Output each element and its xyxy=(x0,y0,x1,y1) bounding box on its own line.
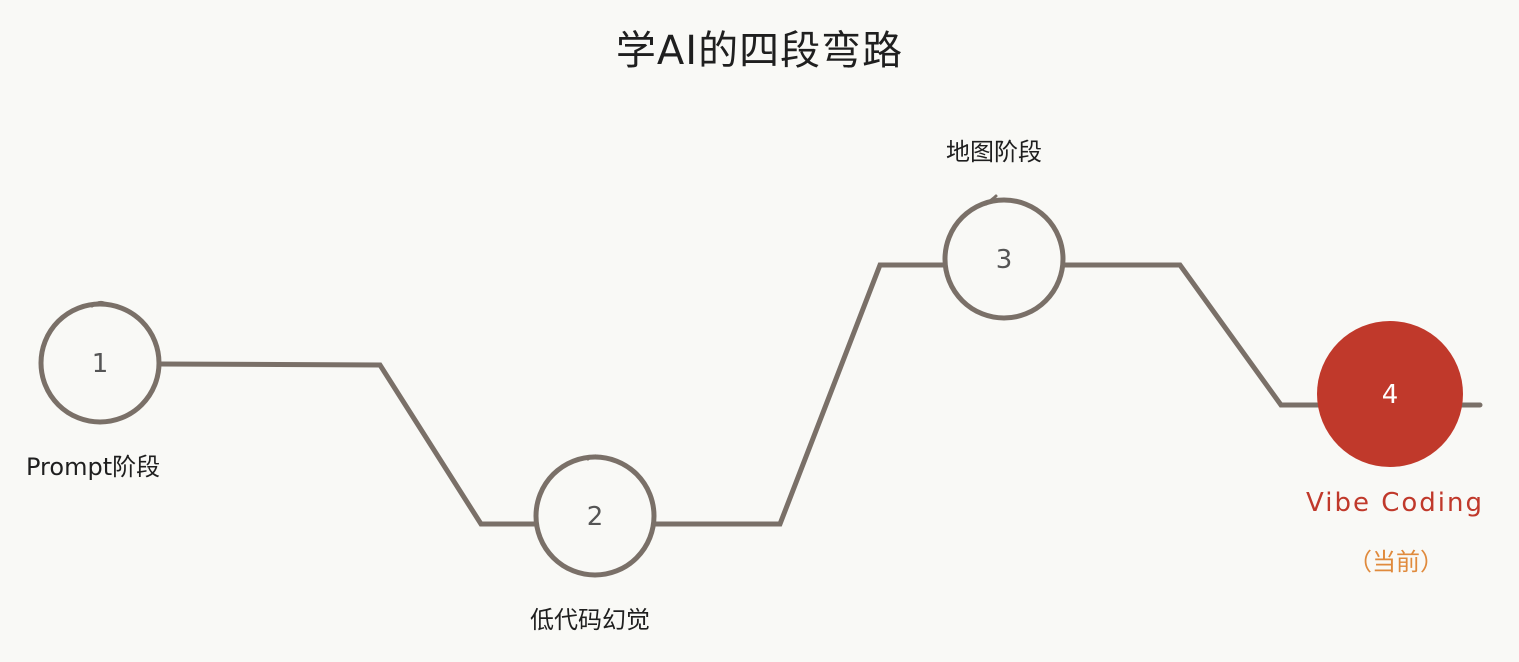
stage-node-2: 2 xyxy=(533,454,657,578)
diagram-title: 学AI的四段弯路 xyxy=(615,28,904,74)
stage-node-3: 3 xyxy=(942,194,1066,321)
stage-number-4: 4 xyxy=(1382,380,1399,410)
stage-label-4: Vibe Coding xyxy=(1306,488,1484,518)
stage-number-1: 1 xyxy=(92,349,109,379)
stage-label-2: 低代码幻觉 xyxy=(530,606,650,634)
stage-label-1: Prompt阶段 xyxy=(26,453,161,481)
stage-label-3: 地图阶段 xyxy=(946,138,1042,166)
stage-number-3: 3 xyxy=(996,245,1013,275)
stage-node-1: 1 xyxy=(38,300,162,425)
winding-path xyxy=(157,262,1483,527)
current-stage-note: （当前） xyxy=(1348,548,1444,576)
stage-node-4: 4 xyxy=(1317,321,1463,467)
stage-number-2: 2 xyxy=(587,502,604,532)
